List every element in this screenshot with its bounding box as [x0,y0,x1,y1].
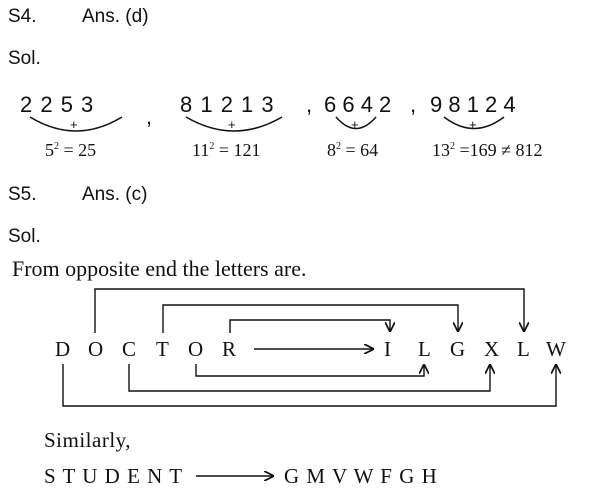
connector-O2-L [195,364,424,377]
letter-G: G [450,337,466,361]
s4-answer: Ans. (d) [82,6,149,27]
s4-separator-1: , [146,104,153,129]
letter-O2: O [188,337,204,361]
connector-R-I [229,319,390,333]
word-student: S T U D E N T [44,464,184,488]
connector-C-X [128,364,490,392]
s4-group-2-plus: + [228,117,236,132]
s4-arc-1 [29,116,123,132]
connector-O-L [94,288,524,333]
s4-group-2-digits: 8 1 2 1 3 [180,92,275,117]
connector-D-W [62,364,556,407]
connector-T-G [162,304,458,333]
letter-D: D [55,337,71,361]
letter-W: W [546,337,566,361]
s4-arc-4 [443,116,505,130]
letter-X: X [484,337,500,361]
letter-I: I [384,337,391,361]
s4-label: S4. [8,6,37,27]
s4-sol: Sol. [8,48,41,69]
letter-T: T [156,337,169,361]
word-code: G M V W F G H [284,464,438,488]
s4-group-3-digits: 6 6 4 2 [324,92,392,117]
similarly-label: Similarly, [44,428,132,452]
s5-sol: Sol. [8,226,41,247]
s4-separator-3: , [410,92,417,117]
s4-group-3-equation: 82 = 64 [327,140,379,160]
s4-group-3-plus: + [351,117,359,132]
s4-group-2-equation: 112 = 121 [192,140,261,160]
s4-separator-2: , [306,92,313,117]
s4-group-4-digits: 9 8 1 2 4 [430,92,516,117]
s4-group-1-equation: 52 = 25 [45,140,97,160]
s4-group-4-equation: 132 =169 ≠ 812 [432,140,543,160]
letter-R: R [222,337,237,361]
letter-O: O [88,337,104,361]
s4-group-4-plus: + [469,117,477,132]
letter-L: L [418,337,431,361]
s5-answer: Ans. (c) [82,184,148,205]
s4-group-1-digits: 2 2 5 3 [20,92,95,117]
s4-group-1-plus: + [70,117,78,132]
letter-C: C [122,337,137,361]
letter-L2: L [517,337,530,361]
s5-label: S5. [8,184,37,205]
s4-arc-2 [185,116,283,132]
s4-arc-3 [335,116,377,130]
s5-intro: From opposite end the letters are. [12,256,307,281]
